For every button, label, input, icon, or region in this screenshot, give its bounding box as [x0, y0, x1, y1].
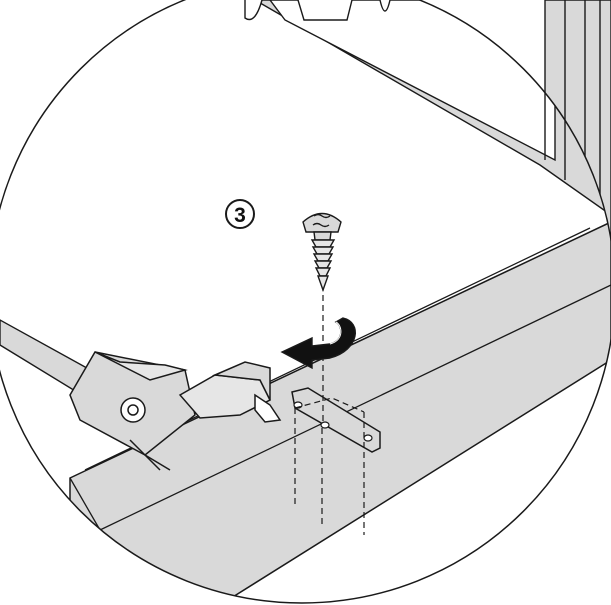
plate-hole-2 [320, 421, 330, 429]
clamp-bracket [69, 351, 282, 471]
step-number: 3 [234, 204, 246, 227]
top-frame-stub [244, 0, 391, 21]
rotate-counterclockwise-arrow-icon [280, 317, 356, 370]
hidden-projection-lines [294, 397, 365, 535]
screw-icon [302, 212, 342, 293]
step-badge: 3 [225, 199, 255, 229]
plate-hole-3 [363, 434, 373, 442]
